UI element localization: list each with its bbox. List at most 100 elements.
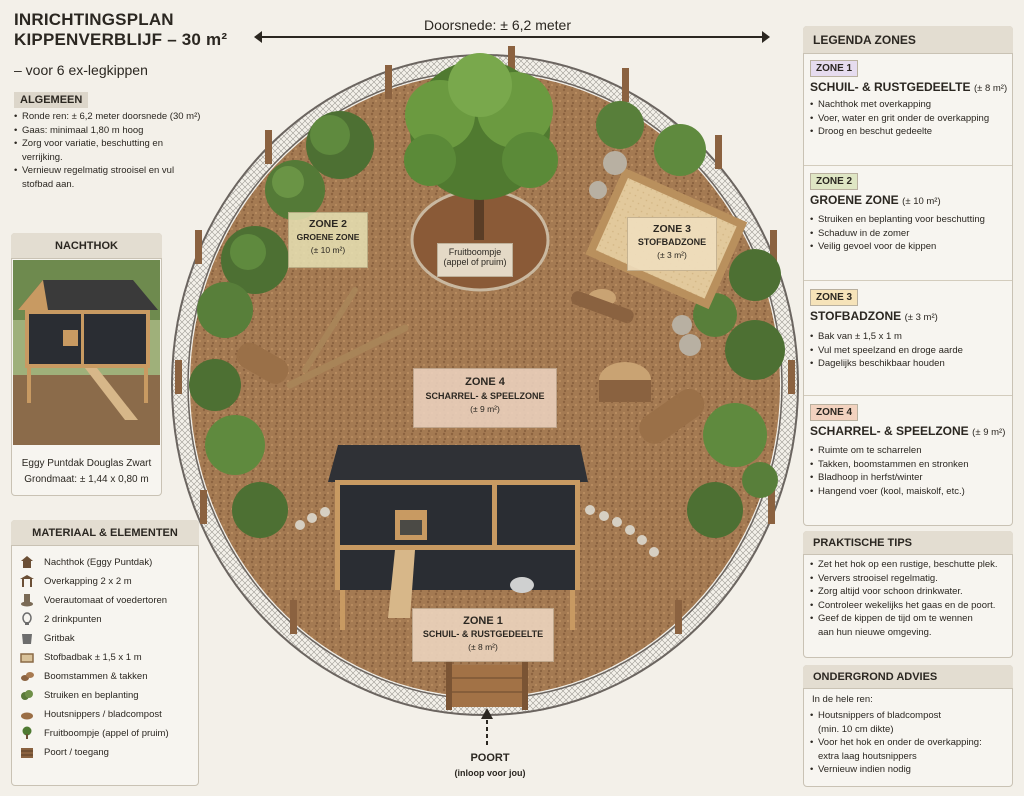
fruit-tree	[404, 53, 558, 240]
algemeen-heading: ALGEMEEN	[14, 92, 89, 108]
gate-sublabel: (inloop voor jou)	[454, 768, 526, 778]
legend-zone-3-tag: ZONE 3	[810, 289, 859, 306]
list-item: Vernieuw indien nodig	[810, 763, 1010, 777]
ondergrond-heading: ONDERGROND ADVIES	[803, 665, 1013, 689]
divider	[804, 280, 1012, 281]
list-item: Poort / toegang	[18, 743, 198, 761]
list-item: Gritbak	[18, 629, 198, 647]
woodchips-icon	[18, 706, 36, 722]
nachthok-heading: NACHTHOK	[11, 233, 162, 259]
materiaal-heading: MATERIAAL & ELEMENTEN	[11, 520, 199, 546]
zone-4-label: ZONE 4 SCHARREL- & SPEELZONE (± 9 m²)	[413, 368, 557, 428]
list-item: Houtsnippers / bladcompost	[18, 705, 198, 723]
page-subtitle: – voor 6 ex-legkippen	[14, 62, 148, 78]
logs-icon	[18, 668, 36, 684]
title-line-1: INRICHTINGSPLAN	[14, 10, 174, 29]
legend-zone-1-title: SCHUIL- & RUSTGEDEELTE (± 8 m²)	[810, 80, 1007, 94]
zone-title-text: SCHARREL- & SPEELZONE	[810, 424, 969, 438]
tips-heading: PRAKTISCHE TIPS	[803, 531, 1013, 555]
list-item: Voer, water en grit onder de overkapping	[810, 112, 1010, 126]
sandbox-icon	[18, 649, 36, 665]
divider	[804, 165, 1012, 166]
list-item-label: Fruitboompje (appel of pruim)	[44, 727, 169, 739]
ondergrond-list: Houtsnippers of bladcompost (min. 10 cm …	[810, 709, 1010, 777]
list-item: Fruitboompje (appel of pruim)	[18, 724, 198, 742]
list-item: Vul met speelzand en droge aarde	[810, 344, 1010, 358]
legend-zone-2-list: Struiken en beplanting voor beschutting …	[810, 213, 1010, 254]
page-title: INRICHTINGSPLAN KIPPENVERBLIJF – 30 m²	[14, 10, 264, 50]
zone-2-tag: ZONE 2	[309, 218, 347, 230]
legend-zone-2-title: GROENE ZONE (± 10 m²)	[810, 193, 941, 207]
list-item: Struiken en beplanting	[18, 686, 198, 704]
list-item-text: verrijking.	[22, 151, 63, 163]
tree-label: Fruitboompje (appel of pruim)	[437, 243, 513, 277]
list-item: Ruimte om te scharrelen	[810, 444, 1010, 458]
divider	[804, 395, 1012, 396]
stones	[589, 151, 701, 356]
legend-zone-4-tag: ZONE 4	[810, 404, 859, 421]
list-item-label: Gritbak	[44, 632, 75, 644]
list-item-label: Nachthok (Eggy Puntdak)	[44, 556, 153, 568]
zone-4-area: (± 9 m²)	[470, 404, 500, 414]
night-coop	[328, 445, 588, 630]
algemeen-list: Ronde ren: ± 6,2 meter doorsnede (30 m²)…	[14, 110, 214, 191]
tree-label-line1: Fruitboompje	[448, 247, 502, 257]
zone-3-label: ZONE 3 STOFBADZONE (± 3 m²)	[627, 217, 717, 271]
legend-zone-3-title: STOFBADZONE (± 3 m²)	[810, 309, 938, 323]
title-line-2: KIPPENVERBLIJF – 30 m²	[14, 30, 228, 49]
coop-name: Eggy Puntdak Douglas Zwart	[21, 458, 152, 469]
legend-zone-1-tag: ZONE 1	[810, 60, 859, 77]
zone-3-area: (± 3 m²)	[657, 250, 687, 260]
zone-4-name: SCHARREL- & SPEELZONE	[425, 391, 545, 401]
zone-4-tag: ZONE 4	[465, 376, 505, 388]
gate	[446, 660, 528, 710]
coop-size: Grondmaat: ± 1,44 x 0,80 m	[24, 474, 149, 485]
zone-title-text: SCHUIL- & RUSTGEDEELTE	[810, 80, 971, 94]
list-item-label: Poort / toegang	[44, 746, 109, 758]
logs	[236, 287, 705, 444]
legend-zone-2-tag: ZONE 2	[810, 173, 859, 190]
list-item: Veilig gevoel voor de kippen	[810, 240, 1010, 254]
shrub-icon	[18, 687, 36, 703]
legend-heading: LEGENDA ZONES	[803, 26, 1013, 54]
list-item: Nachthok (Eggy Puntdak)	[18, 553, 198, 571]
zone-area: (± 8 m²)	[973, 83, 1008, 94]
list-item: Controleer wekelijks het gaas en de poor…	[810, 599, 1010, 613]
list-item: Boomstammen & takken	[18, 667, 198, 685]
list-item: Ververs strooisel regelmatig.	[810, 572, 1010, 586]
list-item: Bladhoop in herfst/winter	[810, 471, 1010, 485]
legend-zone-1-list: Nachthok met overkapping Voer, water en …	[810, 98, 1010, 139]
list-item: Schaduw in de zomer	[810, 227, 1010, 241]
list-item: Gaas: minimaal 1,80 m hoog	[14, 124, 214, 138]
tree-icon	[18, 725, 36, 741]
zone-1-tag: ZONE 1	[463, 615, 503, 627]
list-item: Geef de kippen de tijd om te wennen	[810, 612, 1010, 626]
gate-label: POORT	[470, 752, 510, 764]
legend-zone-4-list: Ruimte om te scharrelen Takken, boomstam…	[810, 444, 1010, 498]
list-item-label: Boomstammen & takken	[44, 670, 148, 682]
list-item: Houtsnippers of bladcompost	[810, 709, 1010, 723]
diameter-arrow	[254, 31, 770, 43]
list-item: Bak van ± 1,5 x 1 m	[810, 330, 1010, 344]
list-item-label: Struiken en beplanting	[44, 689, 139, 701]
zone-1-label: ZONE 1 SCHUIL- & RUSTGEDEELTE (± 8 m²)	[412, 608, 554, 662]
list-item: Zet het hok op een rustige, beschutte pl…	[810, 558, 1010, 572]
list-item: Voor het hok en onder de overkapping:	[810, 736, 1010, 750]
list-item-label: Houtsnippers / bladcompost	[44, 708, 162, 720]
tips-list: Zet het hok op een rustige, beschutte pl…	[810, 558, 1010, 639]
list-item-label: 2 drinkpunten	[44, 613, 102, 625]
zone-2-label: ZONE 2 GROENE ZONE (± 10 m²)	[288, 212, 368, 268]
tree-label-line2: (appel of pruim)	[443, 257, 507, 267]
coop-photo	[13, 260, 160, 445]
list-item-label: Overkapping 2 x 2 m	[44, 575, 132, 587]
gate-icon	[18, 744, 36, 760]
list-item: Overkapping 2 x 2 m	[18, 572, 198, 590]
zone-title-text: STOFBADZONE	[810, 309, 902, 323]
zone-1-area: (± 8 m²)	[468, 642, 498, 652]
list-item: Stofbadbak ± 1,5 x 1 m	[18, 648, 198, 666]
list-item: Droog en beschut gedeelte	[810, 125, 1010, 139]
zone-area: (± 10 m²)	[902, 196, 941, 207]
list-item-continued: stofbad aan.	[14, 178, 214, 192]
border-stones	[295, 505, 659, 557]
feeder-icon	[18, 592, 36, 608]
